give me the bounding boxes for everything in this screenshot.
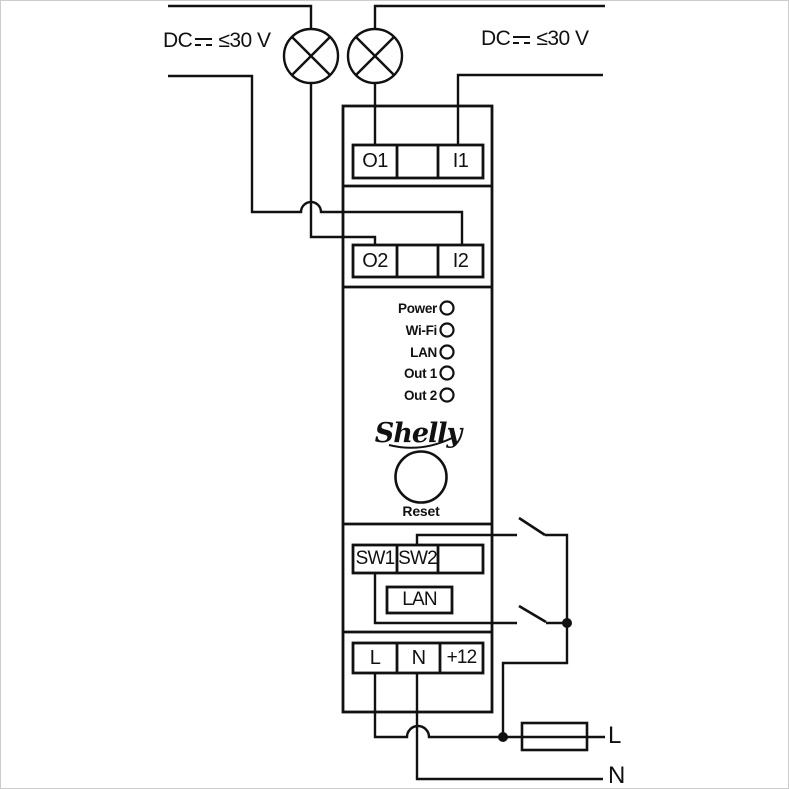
- device-body: [341, 104, 494, 714]
- wire-dc-right-to-i1: [456, 73, 603, 146]
- dc-right-label: DC ≤30 V: [481, 27, 589, 51]
- power-led-label: Power: [397, 301, 437, 316]
- lamp1-icon: [282, 27, 340, 85]
- dc-symbol-icon: [195, 37, 213, 49]
- dc-left-text: DC: [163, 29, 193, 52]
- wifi-led-icon: [439, 322, 455, 338]
- wire-dc-left-top: [168, 4, 313, 29]
- wire-sw1-to-switch2: [373, 573, 517, 625]
- lan-led-label: LAN: [410, 345, 437, 360]
- reset-button: [394, 450, 448, 504]
- brand-logo: Shelly: [374, 418, 463, 449]
- dc-left-label: DC ≤30 V: [163, 29, 271, 53]
- wifi-led-label: Wi-Fi: [405, 323, 438, 338]
- terminal-o1-label: O1: [362, 150, 388, 172]
- out1-led-label: Out 1: [403, 366, 437, 381]
- lan-port-box: [385, 585, 454, 615]
- out1-led-icon: [439, 365, 455, 381]
- dc-symbol-icon: [513, 35, 531, 47]
- terminal-i1-label: I1: [452, 150, 469, 172]
- fuse-icon: [520, 721, 589, 752]
- terminal-n-label: N: [411, 647, 426, 669]
- out2-led-icon: [439, 387, 455, 403]
- lan-port-label: LAN: [402, 589, 437, 610]
- power-led-icon: [439, 300, 455, 316]
- wire-sw2-to-switch1: [415, 533, 517, 545]
- terminal-block-o1-i1: [351, 143, 485, 180]
- terminal-block-o2-i2: [351, 243, 485, 279]
- terminal-l-label: L: [369, 647, 381, 669]
- terminal-sw2-label: SW2: [398, 548, 438, 569]
- terminal-o2-label: O2: [362, 250, 388, 272]
- wire-switch-common: [501, 623, 569, 737]
- wire-n: [415, 673, 603, 781]
- wire-switch1-out: [545, 533, 569, 623]
- dc-right-voltage: ≤30 V: [536, 27, 589, 50]
- mains-neutral-label: N: [608, 762, 625, 789]
- wire-dc-right-top: [373, 4, 605, 29]
- dc-left-voltage: ≤30 V: [218, 29, 271, 52]
- switch1-blade: [518, 516, 546, 537]
- terminal-plus12-label: +12: [446, 647, 478, 668]
- terminal-sw1-label: SW1: [355, 548, 396, 569]
- out2-led-label: Out 2: [403, 388, 437, 403]
- reset-label: Reset: [402, 503, 440, 519]
- terminal-i2-label: I2: [452, 250, 469, 272]
- junction-dot-switches: [562, 618, 572, 628]
- wire-l-with-hop: [373, 673, 605, 739]
- wire-dc-left-to-i2: [168, 74, 464, 246]
- lan-led-icon: [439, 344, 455, 360]
- switch2-blade: [518, 604, 547, 624]
- mains-line-label: L: [608, 722, 621, 749]
- device-section-dividers: [343, 184, 492, 634]
- junction-dot-line: [498, 732, 508, 742]
- dc-right-text: DC: [481, 27, 511, 50]
- lamp2-icon: [346, 27, 404, 85]
- brand-underline: [388, 437, 453, 449]
